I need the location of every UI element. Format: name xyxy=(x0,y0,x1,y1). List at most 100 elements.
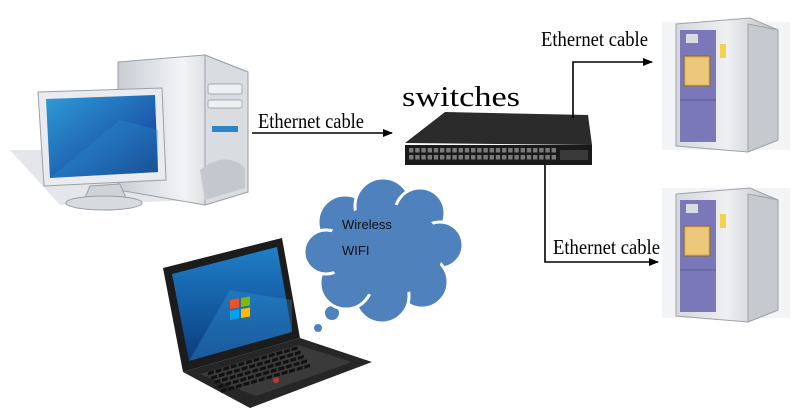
laptop-key xyxy=(230,363,237,369)
laptop-key xyxy=(278,366,285,371)
laptop-key xyxy=(234,368,240,374)
laptop-key xyxy=(276,350,283,356)
desktop-computer-icon xyxy=(10,54,249,211)
switch-port xyxy=(458,148,463,153)
switch-port xyxy=(495,155,501,160)
laptop-key xyxy=(261,355,268,360)
switch-port xyxy=(446,155,451,160)
switch-port xyxy=(514,155,519,160)
switch-port xyxy=(533,148,538,153)
switch-port xyxy=(427,148,432,153)
switch-port xyxy=(427,155,432,160)
laptop-key xyxy=(248,374,254,380)
laptop-key xyxy=(214,379,221,385)
laptop-key xyxy=(286,363,292,369)
switch-port xyxy=(526,155,532,160)
laptop-key xyxy=(290,357,297,363)
switch-port xyxy=(489,148,494,153)
laptop-key xyxy=(237,372,243,378)
laptop-key xyxy=(229,374,236,380)
switch-port xyxy=(495,148,501,153)
laptop-key xyxy=(272,357,278,363)
switch-port xyxy=(415,155,420,160)
switch-port xyxy=(539,148,544,153)
switch-port xyxy=(421,148,426,153)
laptop-key xyxy=(232,379,239,385)
laptop-key xyxy=(255,372,262,378)
switch-port xyxy=(464,148,470,153)
switch-port xyxy=(483,148,488,153)
laptop-key xyxy=(246,359,252,365)
switch-port xyxy=(409,148,414,153)
laptop-key xyxy=(220,388,227,393)
switch-port xyxy=(545,155,550,160)
switch-port xyxy=(514,148,519,153)
laptop-key xyxy=(287,352,294,358)
switch-port xyxy=(551,148,556,153)
pc-cable-label: Ethernet cable xyxy=(258,109,364,133)
switch-port xyxy=(409,155,414,160)
laptop-key xyxy=(264,359,271,365)
switch-port xyxy=(508,155,513,160)
laptop-key xyxy=(275,361,282,367)
switch-to-top-chamber-arrow xyxy=(572,58,653,118)
laptop-key xyxy=(291,346,298,352)
switch-port xyxy=(452,155,457,160)
switch-port xyxy=(477,148,482,153)
laptop-key xyxy=(284,348,290,354)
switch-port xyxy=(520,155,525,160)
laptop-key xyxy=(294,350,301,356)
laptop-key xyxy=(252,368,259,374)
laptop-key xyxy=(243,381,250,387)
laptop-key xyxy=(289,368,296,374)
laptop-key xyxy=(256,361,263,367)
network-switch-icon xyxy=(405,112,592,165)
laptop-key xyxy=(263,370,270,376)
laptop-key xyxy=(298,354,304,360)
laptop-icon xyxy=(163,238,372,408)
laptop-key xyxy=(238,361,245,367)
switch-port xyxy=(446,148,451,153)
laptop-key xyxy=(270,368,277,374)
laptop-key xyxy=(240,377,247,382)
laptop-key xyxy=(218,372,225,378)
wifi-label: WIFI xyxy=(342,243,369,258)
switch-port xyxy=(533,155,538,160)
switch-port xyxy=(440,148,445,153)
switch-port xyxy=(502,155,507,160)
laptop-key xyxy=(222,376,228,382)
laptop-key xyxy=(223,366,229,371)
switch-port xyxy=(489,155,494,160)
laptop-key xyxy=(293,361,300,367)
laptop-key xyxy=(217,383,224,389)
windows-logo-icon xyxy=(230,296,250,320)
switch-port xyxy=(508,148,513,153)
switch-port xyxy=(433,148,439,153)
test-chamber-icon xyxy=(662,187,790,323)
laptop-key xyxy=(215,368,222,374)
laptop-key xyxy=(268,352,275,358)
laptop-key xyxy=(211,374,217,380)
laptop-key xyxy=(282,359,289,365)
switch-port xyxy=(452,148,457,153)
switch-port xyxy=(520,148,525,153)
connector-lines xyxy=(252,58,659,266)
switch-port xyxy=(477,155,482,160)
wireless-label: Wireless xyxy=(342,217,392,232)
laptop-key xyxy=(267,363,274,369)
switch-port xyxy=(471,148,476,153)
laptop-key xyxy=(296,366,303,371)
switch-port xyxy=(539,155,544,160)
laptop-key xyxy=(241,365,248,371)
switch-port xyxy=(483,155,488,160)
switch-to-bottom-chamber-arrow xyxy=(544,165,659,266)
test-chamber-icon xyxy=(662,17,790,153)
switch-port xyxy=(458,155,463,160)
switch-port xyxy=(440,155,445,160)
switch-port xyxy=(545,148,550,153)
laptop-key xyxy=(226,370,233,376)
laptop-key xyxy=(236,383,242,389)
thought-cloud-icon: Wireless WIFI xyxy=(302,176,465,334)
